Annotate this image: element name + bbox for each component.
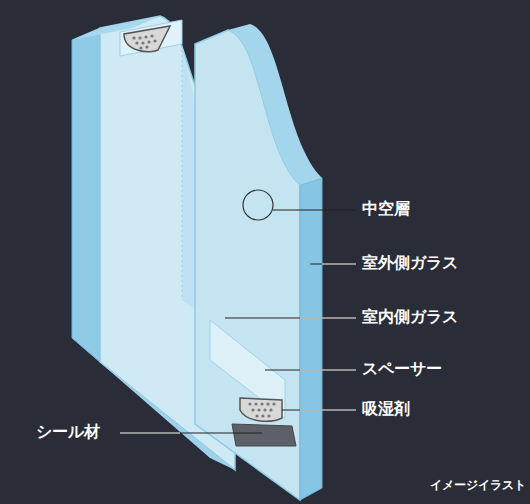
outdoor-glass-edge — [300, 178, 322, 500]
part-label: 室外側ガラス — [362, 253, 458, 272]
part-label: 中空層 — [362, 199, 410, 218]
desiccant-dots — [132, 34, 156, 49]
spacer-top — [120, 20, 182, 56]
sealant — [232, 424, 296, 446]
desiccant-top — [124, 26, 170, 52]
outdoor-glass-top — [228, 24, 322, 185]
part-label: 室内側ガラス — [362, 307, 458, 326]
pane-edge — [72, 28, 100, 362]
desiccant-dots — [248, 402, 275, 417]
spacer-line — [182, 50, 183, 298]
leader-lines-outside — [120, 264, 356, 433]
leader-lines — [120, 210, 356, 433]
pane-bottom — [72, 338, 235, 470]
desiccant — [240, 398, 282, 421]
part-label: シール材 — [36, 422, 100, 441]
part-label: 吸湿剤 — [362, 399, 410, 418]
part-label: スペーサー — [362, 359, 442, 378]
note-text: イメージイラスト — [430, 478, 526, 492]
callout-circle — [243, 190, 273, 220]
